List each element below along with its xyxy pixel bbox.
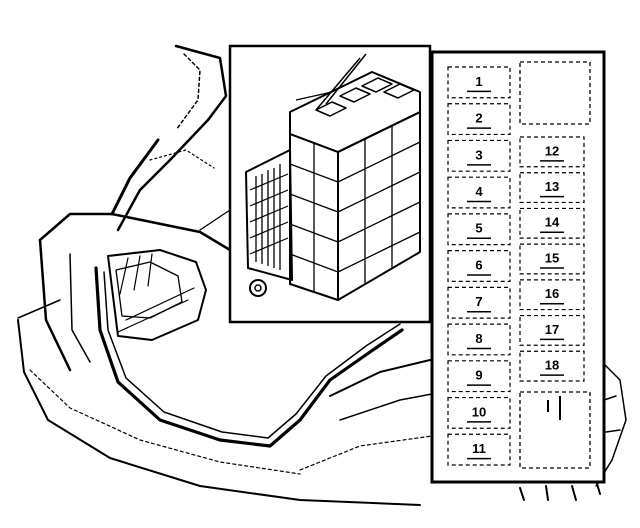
fuse-slot-17 xyxy=(519,314,585,346)
fuse-number-label: 2 xyxy=(475,111,482,126)
fuse-slot-16 xyxy=(519,279,585,311)
fuse-slot-18 xyxy=(519,350,585,382)
fuse-number-label: 4 xyxy=(475,184,483,199)
fuse-slot-8 xyxy=(447,323,511,356)
fuse-number-label: 18 xyxy=(545,358,559,373)
fuse-slot-15 xyxy=(519,243,585,275)
car-trunk-illustration xyxy=(17,44,627,506)
fuse-number-label: 17 xyxy=(545,322,559,337)
fuse-slot-12 xyxy=(519,136,585,168)
right-fuse-column: 12 13 14 15 16 17 18 xyxy=(519,136,585,382)
fuse-number-label: 5 xyxy=(475,221,482,236)
fuse-number-label: 3 xyxy=(475,147,482,162)
fuse-slot-9 xyxy=(447,360,511,393)
fuse-number-label: 8 xyxy=(475,331,482,346)
fuse-number-label: 1 xyxy=(475,74,482,89)
fuse-number-label: 13 xyxy=(545,179,559,194)
relay-slot-bottom xyxy=(519,391,591,469)
fuse-slot-1 xyxy=(447,66,511,99)
fuse-box-inset xyxy=(228,44,432,324)
fuse-number-label: 16 xyxy=(545,286,559,301)
left-fuse-column: 1 2 3 4 5 6 7 8 9 10 11 xyxy=(447,66,511,466)
fuse-slot-6 xyxy=(447,250,511,282)
fuse-slot-7 xyxy=(447,286,511,319)
fuse-slot-14 xyxy=(519,207,585,239)
fuse-number-label: 6 xyxy=(475,257,482,272)
relay-slot-top xyxy=(519,61,591,125)
fuse-number-label: 7 xyxy=(475,294,482,309)
fuse-slot-5 xyxy=(447,213,511,246)
fuse-slot-4 xyxy=(447,176,511,209)
fuse-slot-10 xyxy=(447,396,511,429)
fuse-slot-2 xyxy=(447,103,511,136)
relay-box-3d xyxy=(245,53,421,301)
fuse-number-label: 12 xyxy=(545,143,559,158)
fuse-number-label: 9 xyxy=(475,368,482,383)
fuse-slot-3 xyxy=(447,139,511,172)
fuse-slot-13 xyxy=(519,172,585,204)
fuse-number-label: 11 xyxy=(472,441,486,456)
fuse-slot-11 xyxy=(447,433,511,466)
fuse-number-label: 10 xyxy=(472,404,486,419)
fuse-number-label: 14 xyxy=(545,215,560,230)
fuse-number-label: 15 xyxy=(545,250,559,265)
